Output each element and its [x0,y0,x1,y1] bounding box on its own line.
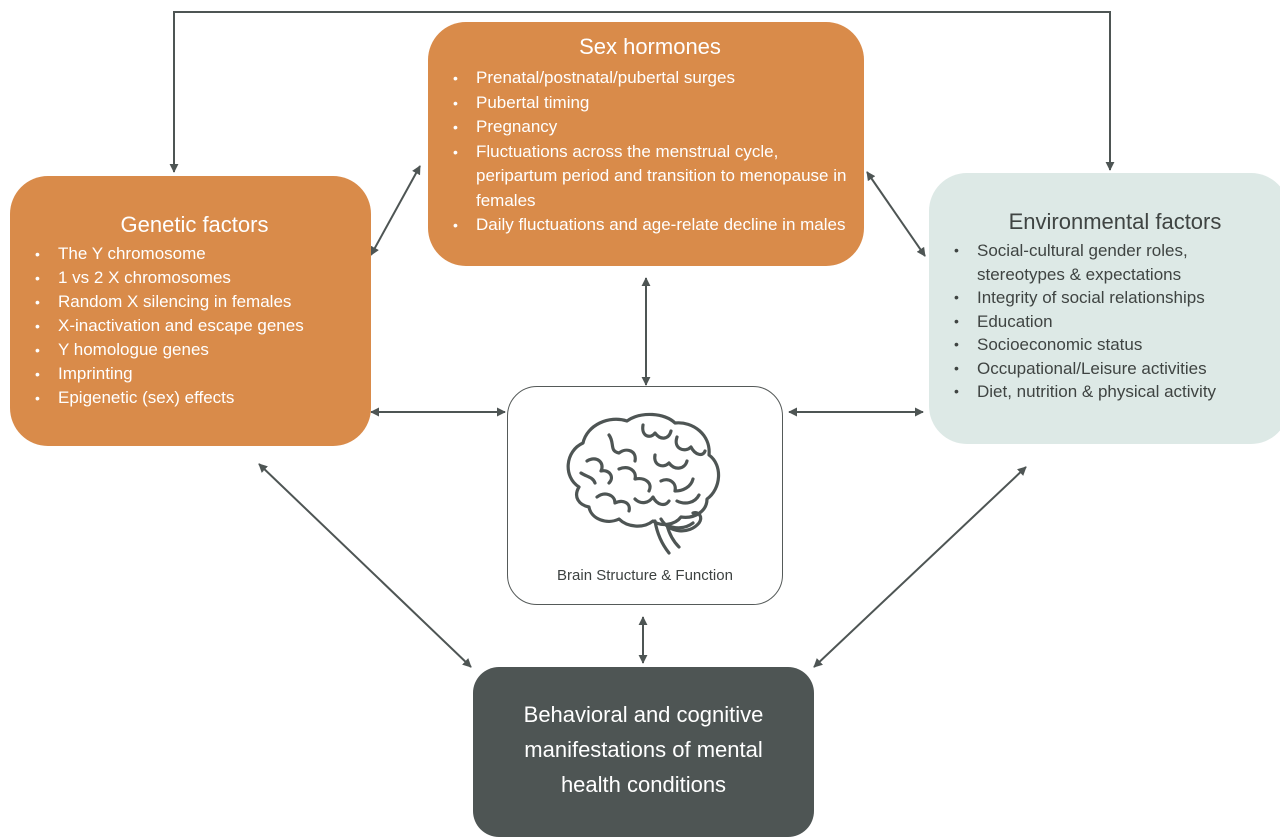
list-item: Fluctuations across the menstrual cycle,… [450,140,850,214]
sex-hormones-title: Sex hormones [579,34,721,59]
list-item: Prenatal/postnatal/pubertal surges [450,66,850,91]
list-item: 1 vs 2 X chromosomes [32,266,357,290]
outcome-box: Behavioral and cognitive manifestations … [473,667,814,837]
environmental-factors-list: Social-cultural gender roles, stereotype… [951,239,1279,404]
list-item: Social-cultural gender roles, stereotype… [951,239,1279,286]
environmental-factors-title: Environmental factors [1008,209,1222,234]
hormones-environmental-arrow [866,171,926,257]
brain-icon [566,412,721,555]
brain-structure-box: Brain Structure & Function [507,386,783,605]
list-item: Occupational/Leisure activities [951,357,1279,381]
list-item: Socioeconomic status [951,333,1279,357]
genetic-outcome-arrow [258,463,472,668]
list-item: Daily fluctuations and age-relate declin… [450,213,850,238]
genetic-factors-box: Genetic factors The Y chromosome 1 vs 2 … [10,176,371,446]
list-item: Y homologue genes [32,338,357,362]
genetic-factors-list: The Y chromosome 1 vs 2 X chromosomes Ra… [32,242,357,410]
outcome-label: Behavioral and cognitive manifestations … [523,701,764,797]
top-bracket-arrow [169,11,1115,173]
list-item: Education [951,310,1279,334]
sex-hormones-box: Sex hormones Prenatal/postnatal/pubertal… [428,22,864,266]
list-item: Pregnancy [450,115,850,140]
hormones-genetic-arrow [370,165,421,256]
brain-structure-label: Brain Structure & Function [557,567,733,584]
environmental-outcome-arrow [813,466,1027,668]
list-item: Integrity of social relationships [951,286,1279,310]
genetic-factors-title: Genetic factors [120,212,269,237]
environmental-factors-box: Environmental factors Social-cultural ge… [929,173,1280,444]
list-item: Diet, nutrition & physical activity [951,380,1279,404]
list-item: The Y chromosome [32,242,357,266]
list-item: X-inactivation and escape genes [32,314,357,338]
list-item: Imprinting [32,362,357,386]
list-item: Epigenetic (sex) effects [32,386,357,410]
list-item: Random X silencing in females [32,290,357,314]
sex-hormones-list: Prenatal/postnatal/pubertal surges Puber… [450,66,850,238]
list-item: Pubertal timing [450,91,850,116]
